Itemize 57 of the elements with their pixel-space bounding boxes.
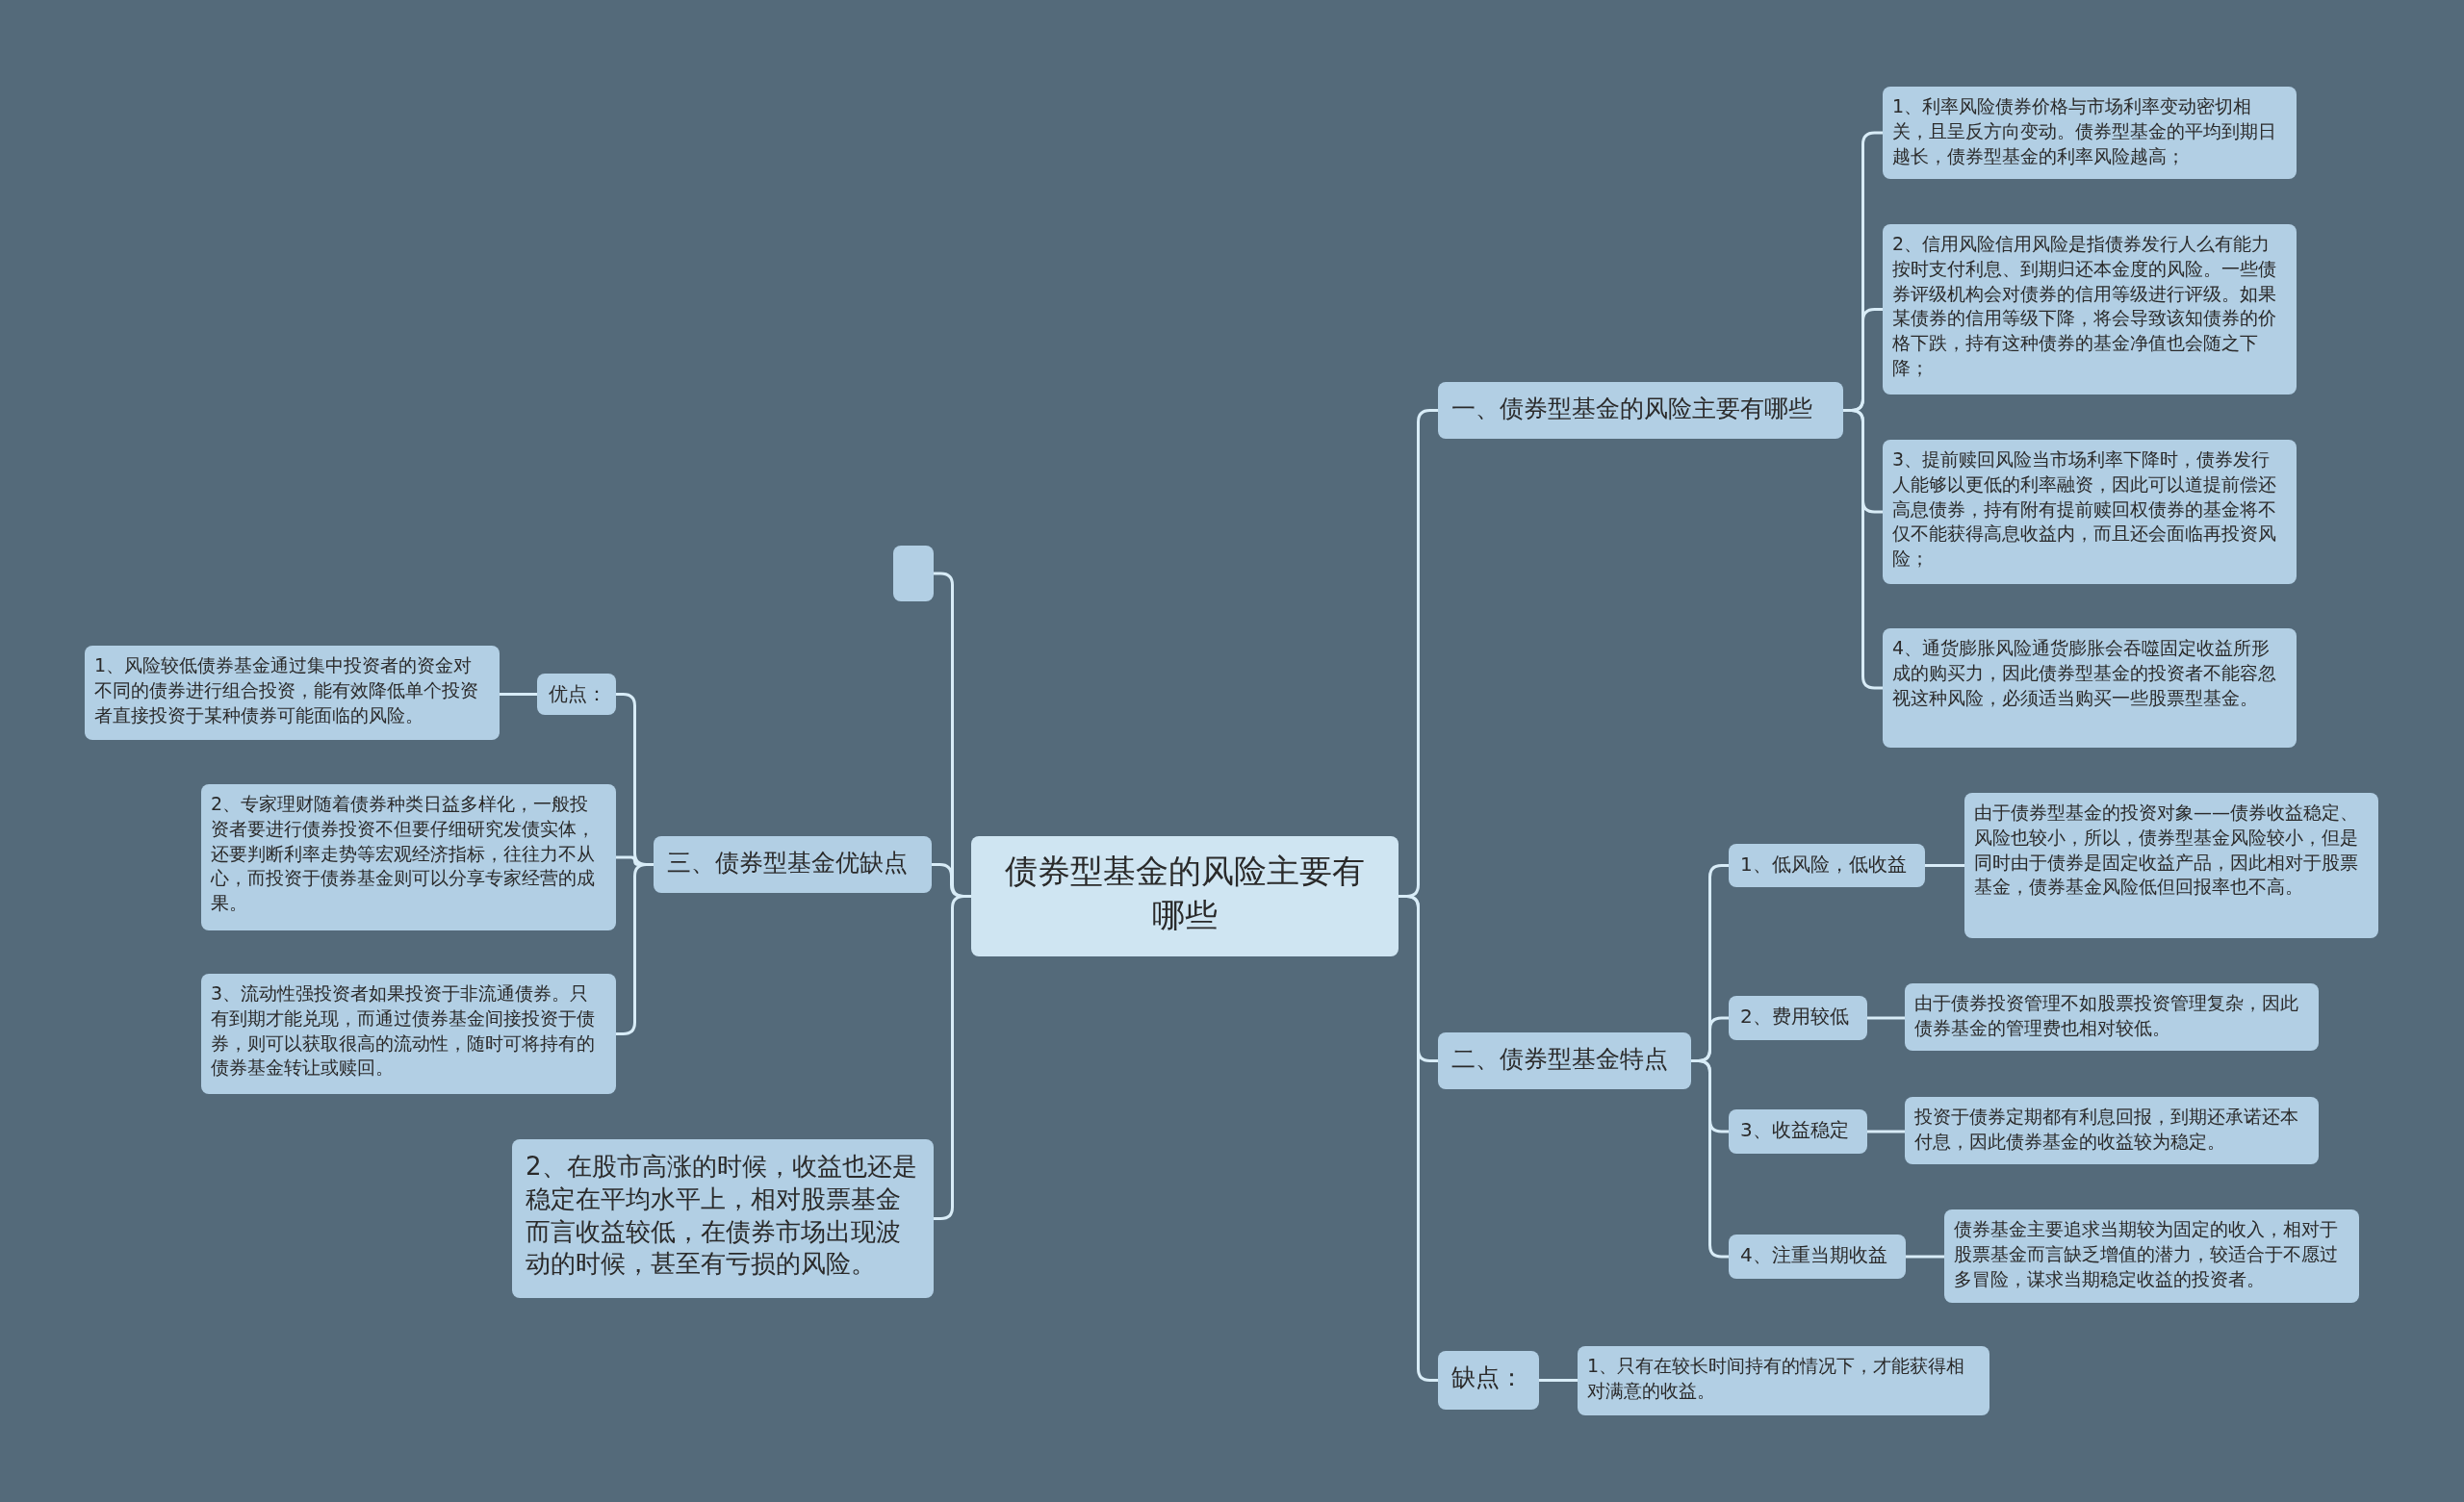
connector-line [500,693,537,696]
topic-box [1578,1346,1989,1415]
topic-box [1438,1032,1691,1089]
topic-text: 1、风险较低债券基金通过集中投资者的资金对不同的债券进行组合投资，能有效降低单个投资者直接投资于某种债券可能面临的风险。 [94,653,479,727]
topic-text: 2、费用较低 [1740,1004,1850,1029]
connector-line [1925,864,1964,867]
topic-text: 1、只有在较长时间持有的情况下，才能获得相对满意的收益。 [1587,1354,1966,1403]
topic-box [201,974,616,1094]
connector-line [1843,409,1883,690]
topic-box [1883,87,2297,179]
topic-text: 债券基金主要追求当期较为固定的收入，相对于股票基金而言缺乏增值的潜力，较适合于不愿过多冒险，谋求当期稳定收益的投资者。 [1954,1217,2339,1291]
connector-line [1867,1016,1905,1020]
topic-box [201,784,616,930]
topic-box [1729,844,1925,887]
connector-line [934,895,971,1220]
topic-box [85,646,500,740]
topic-text: 一、债券型基金的风险主要有哪些 [1451,394,1813,424]
topic-box [1883,224,2297,395]
topic-box [1729,996,1867,1040]
topic-text: 缺点： [1451,1362,1525,1393]
topic-text: 投资于债券定期都有利息回报，到期还承诺还本付息，因此债券基金的收益较为稳定。 [1914,1105,2299,1154]
empty-topic-box [893,546,934,601]
topic-text: 优点： [549,681,604,706]
topic-box [1438,382,1843,439]
topic-text: 3、提前赎回风险当市场利率下降时，债券发行人能够以更低的利率融资，因此可以道提前偿还高息债券，持有附有提前赎回权债券的基金将不仅不能获得高息收益内，而且还会面临再投资风险； [1892,447,2277,572]
topic-text: 3、流动性强投资者如果投资于非流通债券。只有到期才能兑现，而通过债券基金间接投资于债券，则可以获取很高的流动性，随时可将持有的债券基金转让或赎回。 [211,981,596,1081]
topic-box [1905,983,2319,1051]
topic-box [654,836,932,893]
topic-text: 1、低风险，低收益 [1740,852,1908,877]
topic-text: 由于债券投资管理不如股票投资管理复杂，因此债券基金的管理费也相对较低。 [1914,991,2299,1040]
topic-text: 债券型基金的风险主要有哪些 [1004,851,1366,936]
topic-text: 1、利率风险债券价格与市场利率变动密切相关，且呈反方向变动。债券型基金的平均到期日越长，债券型基金的利率风险越高； [1892,94,2277,168]
connector-line [1867,1130,1905,1133]
topic-box [1883,440,2297,584]
connector-line [1906,1255,1944,1259]
topic-text: 三、债券型基金优缺点 [667,848,909,878]
topic-box [537,674,616,715]
topic-box [1944,1209,2359,1303]
topic-text: 二、债券型基金特点 [1451,1044,1669,1075]
topic-text: 2、在股市高涨的时候，收益也还是稳定在平均水平上，相对股票基金而言收益较低，在债券市场出现波动的时候，甚至有亏损的风险。 [526,1151,918,1281]
connector-line [1539,1379,1578,1382]
topic-text: 由于债券型基金的投资对象——债券收益稳定、风险也较小，所以，债券型基金风险较小，但是同时由于债券是固定收益产品，因此相对于股票基金，债券基金风险低但回报率也不高。 [1974,801,2359,900]
connector-line [616,863,654,1035]
topic-box [1964,793,2378,938]
topic-text: 2、专家理财随着债券种类日益多样化，一般投资者要进行债券投资不但要仔细研究发债实体，还要判断利率走势等宏观经济指标，往往力不从心，而投资于债券基金则可以分享专家经营的成果。 [211,792,596,916]
topic-box [1905,1097,2319,1164]
topic-box [1729,1109,1867,1154]
topic-box [1438,1351,1539,1410]
topic-text: 4、通货膨胀风险通货膨胀会吞噬固定收益所形成的购买力，因此债券型基金的投资者不能容忽视这种风险，必须适当购买一些股票型基金。 [1892,636,2277,710]
connector-line [1691,1059,1729,1259]
topic-text: 3、收益稳定 [1740,1117,1850,1142]
topic-text: 2、信用风险信用风险是指债券发行人么有能力按时支付利息、到期归还本金度的风险。一些债券评级机构会对债券的信用等级进行评级。如果某债券的信用等级下降，将会导致该知债券的价格下跌，持有这种债券的基金净值也会随之下降； [1892,232,2277,381]
topic-box [1729,1235,1906,1279]
topic-text: 4、注重当期收益 [1740,1242,1888,1267]
topic-box [1883,628,2297,748]
topic-box [971,836,1399,956]
topic-box [512,1139,934,1298]
